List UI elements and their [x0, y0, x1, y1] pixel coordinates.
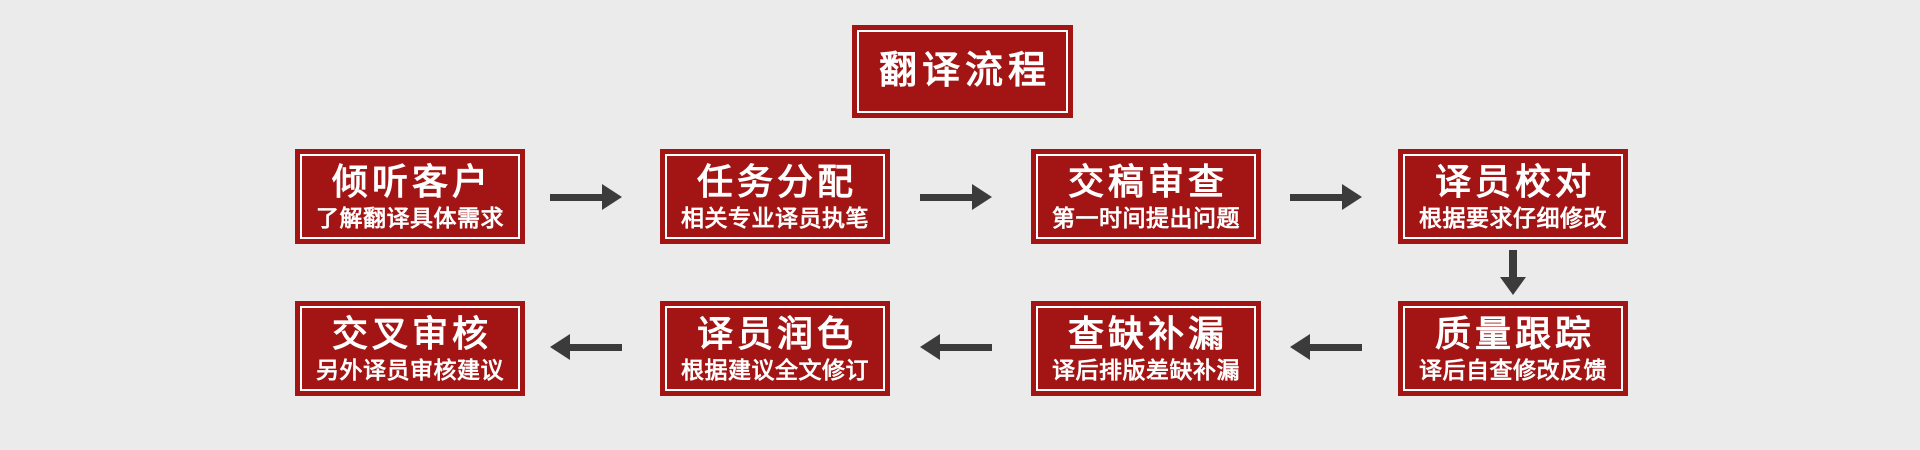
step-box-listen-client: 倾听客户 了解翻译具体需求: [295, 149, 525, 244]
step-box-translator-polish: 译员润色 根据建议全文修订: [660, 301, 890, 396]
step-subtitle: 根据要求仔细修改: [1419, 204, 1607, 231]
arrow-right-icon: [1290, 184, 1362, 210]
step-title: 交稿审查: [1067, 160, 1228, 202]
flowchart-title-box: 翻译流程: [852, 25, 1073, 118]
arrow-down-icon: [1500, 250, 1526, 295]
arrow-right-icon: [920, 184, 992, 210]
step-subtitle: 译后排版差缺补漏: [1052, 356, 1240, 383]
step-subtitle: 根据建议全文修订: [681, 356, 869, 383]
step-title: 交叉审核: [331, 312, 492, 354]
arrow-left-icon: [1290, 334, 1362, 360]
step-subtitle: 相关专业译员执笔: [681, 204, 869, 231]
step-subtitle: 了解翻译具体需求: [316, 204, 504, 231]
step-box-cross-review: 交叉审核 另外译员审核建议: [295, 301, 525, 396]
step-subtitle: 另外译员审核建议: [316, 356, 504, 383]
step-title: 质量跟踪: [1434, 312, 1595, 354]
step-title: 任务分配: [696, 160, 857, 202]
step-box-draft-review: 交稿审查 第一时间提出问题: [1031, 149, 1261, 244]
step-title: 倾听客户: [331, 160, 492, 202]
step-box-gap-filling: 查缺补漏 译后排版差缺补漏: [1031, 301, 1261, 396]
arrow-right-icon: [550, 184, 622, 210]
step-title: 译员校对: [1434, 160, 1595, 202]
arrow-left-icon: [920, 334, 992, 360]
step-box-quality-tracking: 质量跟踪 译后自查修改反馈: [1398, 301, 1628, 396]
arrow-left-icon: [550, 334, 622, 360]
step-title: 查缺补漏: [1067, 312, 1228, 354]
step-subtitle: 第一时间提出问题: [1052, 204, 1240, 231]
step-box-task-assignment: 任务分配 相关专业译员执笔: [660, 149, 890, 244]
step-box-translator-proofread: 译员校对 根据要求仔细修改: [1398, 149, 1628, 244]
page-title: 翻译流程: [878, 49, 1051, 92]
step-title: 译员润色: [696, 312, 857, 354]
step-subtitle: 译后自查修改反馈: [1419, 356, 1607, 383]
